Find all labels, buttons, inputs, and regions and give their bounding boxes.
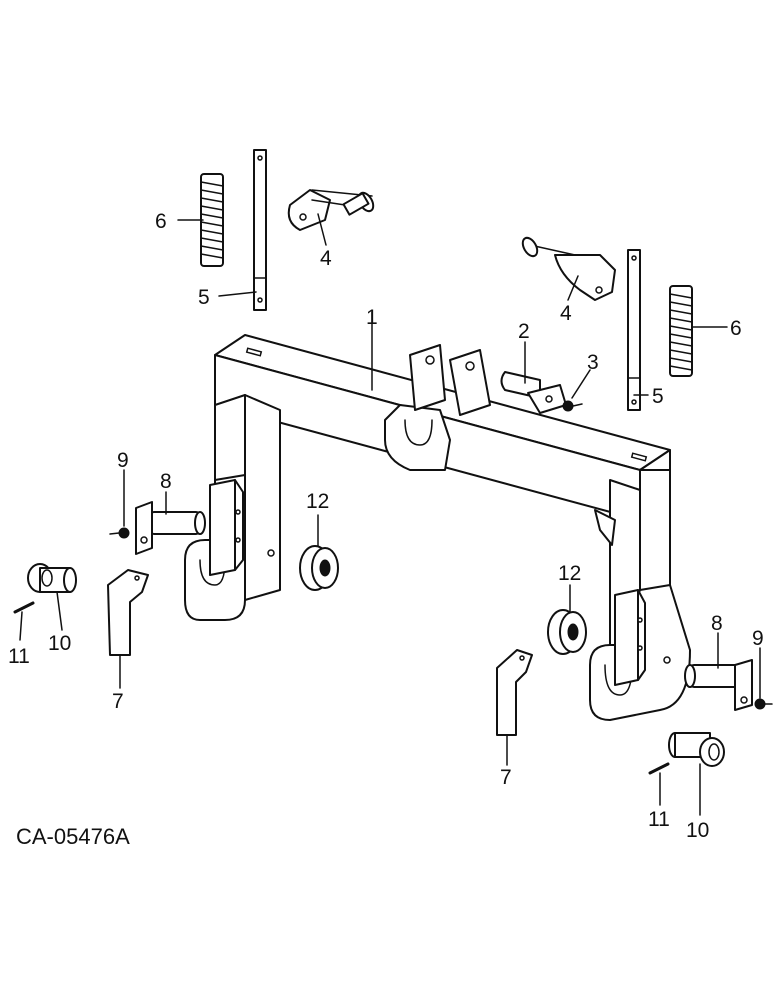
callout-9-left: 9 bbox=[117, 449, 129, 472]
callout-4-left: 4 bbox=[320, 247, 332, 270]
callout-1: 1 bbox=[366, 306, 378, 329]
nut-part-left bbox=[109, 527, 130, 539]
callout-4-right: 4 bbox=[560, 302, 572, 325]
flanged-pin-part-left bbox=[27, 563, 77, 593]
cotter-pin-part-right bbox=[648, 762, 670, 775]
flanged-pin-part-right bbox=[668, 732, 725, 767]
callout-7-right: 7 bbox=[500, 766, 512, 789]
strap-part-left bbox=[253, 149, 267, 311]
callout-11-right: 11 bbox=[648, 808, 670, 831]
roller-part-right bbox=[547, 609, 587, 655]
callout-12-right: 12 bbox=[558, 562, 581, 585]
pin-plate-part-right bbox=[684, 659, 753, 711]
callout-2: 2 bbox=[518, 320, 530, 343]
callout-7-left: 7 bbox=[112, 690, 124, 713]
callout-8-right: 8 bbox=[711, 612, 723, 635]
cotter-pin-part-left bbox=[13, 601, 35, 614]
bracket-part-right bbox=[496, 649, 533, 736]
catch-part-left bbox=[287, 189, 375, 231]
roller-part-left bbox=[299, 545, 339, 591]
callout-11-left: 11 bbox=[8, 645, 30, 668]
callout-5-right: 5 bbox=[652, 385, 664, 408]
callout-9-right: 9 bbox=[752, 627, 764, 650]
callout-5-left: 5 bbox=[198, 286, 210, 309]
callout-10-right: 10 bbox=[686, 819, 709, 842]
callout-3: 3 bbox=[587, 351, 599, 374]
spring-part-right bbox=[669, 285, 693, 377]
nut-part-right bbox=[754, 698, 773, 710]
callout-6-right: 6 bbox=[730, 317, 742, 340]
callout-8-left: 8 bbox=[160, 470, 172, 493]
callout-labels: 1 2 3 4 4 5 5 6 6 7 7 8 8 9 9 10 10 11 1… bbox=[8, 210, 764, 842]
spring-part-left bbox=[200, 173, 224, 267]
strap-part-right bbox=[627, 249, 641, 411]
callout-10-left: 10 bbox=[48, 632, 71, 655]
pin-plate-part-left bbox=[135, 501, 206, 555]
bracket-part-left bbox=[107, 569, 149, 656]
drawing-code: CA-05476A bbox=[16, 824, 130, 849]
callout-6-left: 6 bbox=[155, 210, 167, 233]
callout-12-left: 12 bbox=[306, 490, 329, 513]
catch-part-right bbox=[521, 236, 616, 301]
nut-part bbox=[562, 400, 583, 412]
quick-hitch-frame bbox=[184, 334, 691, 721]
leader-lines bbox=[19, 213, 761, 816]
